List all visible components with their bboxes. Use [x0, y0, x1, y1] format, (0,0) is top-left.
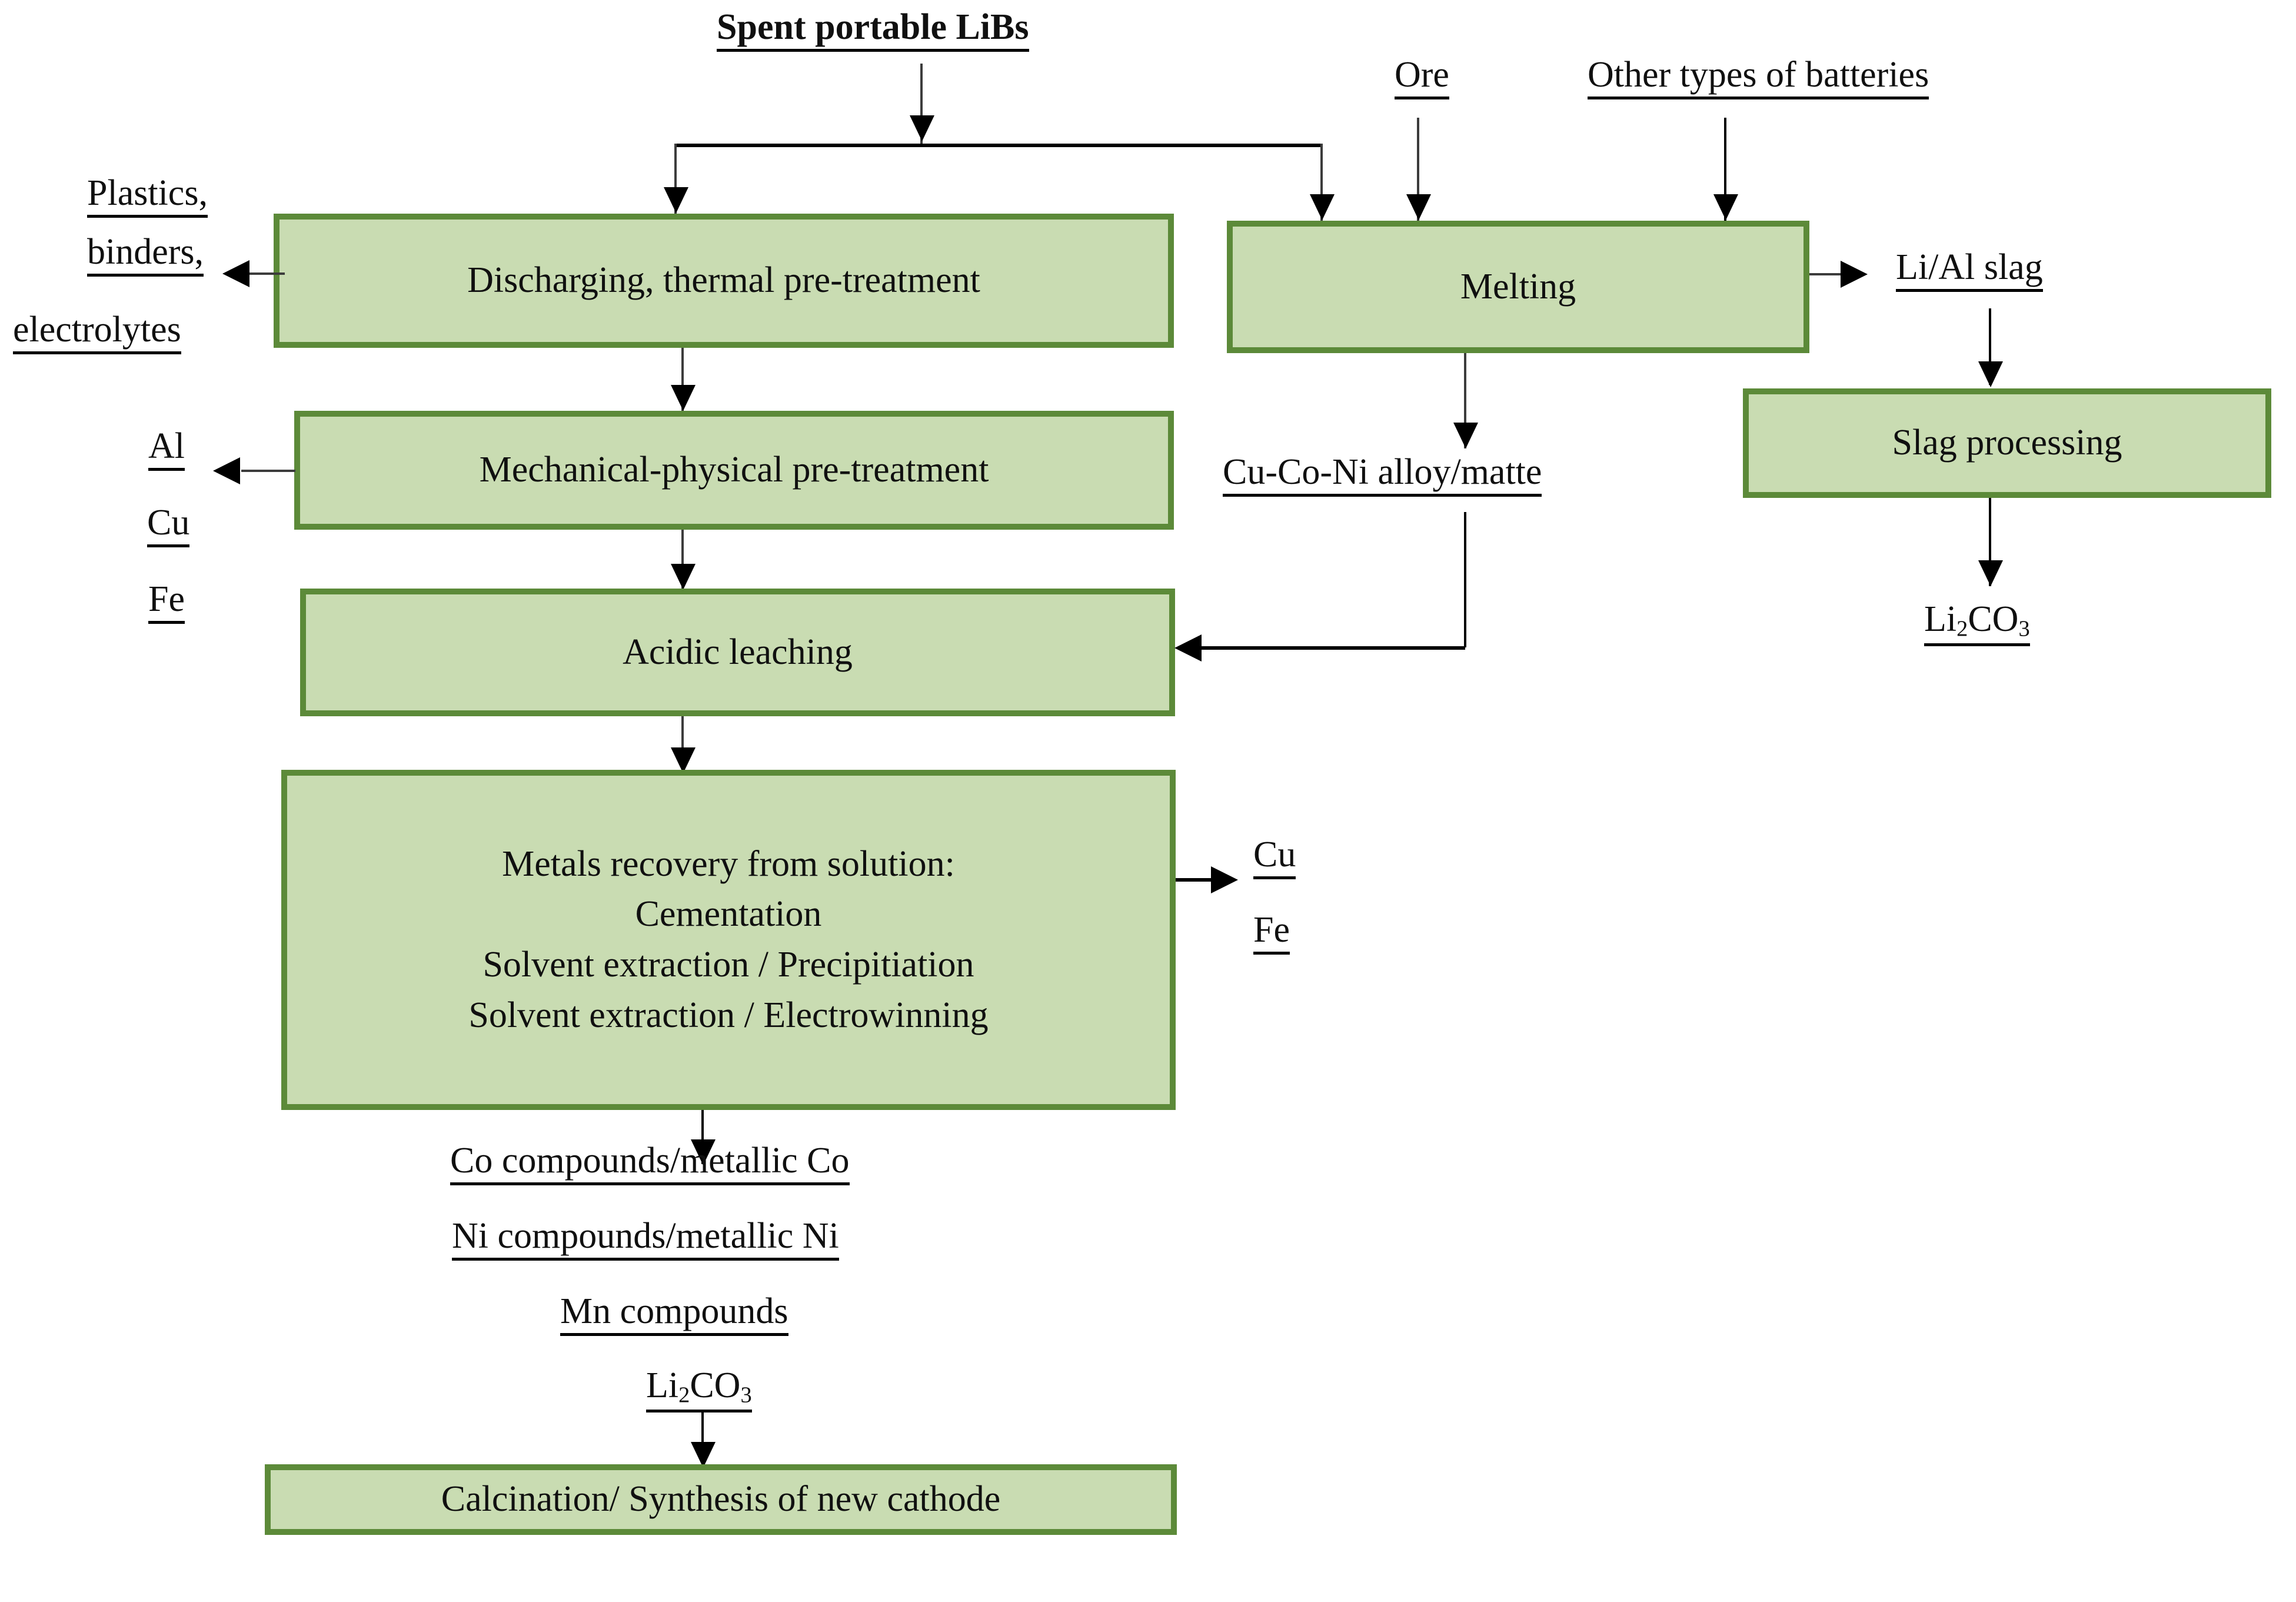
process-box-mechanical[interactable]: Mechanical-physical pre-treatment: [294, 411, 1174, 530]
arrowhead-to-li2co3-slag: [1978, 560, 2003, 586]
connector-split-right: [1320, 144, 1323, 221]
output-label-electrolytes: electrolytes: [13, 310, 181, 355]
connector-spent-libs-stem: [920, 64, 923, 146]
input-label-spent-libs: Spent portable LiBs: [717, 8, 1029, 52]
connector-other-batteries: [1724, 118, 1726, 224]
connector-discharging-to-plastics: [247, 272, 285, 275]
connector-discharging-to-mechanical: [681, 348, 684, 411]
output-label-li2co3-cathode: Li2CO3: [646, 1366, 752, 1412]
arrowhead-to-cu-fe-right: [1211, 866, 1238, 893]
connector-recovery-to-cu-fe: [1176, 878, 1214, 882]
arrowhead-alloy-into-leaching: [1174, 634, 1202, 662]
connector-leaching-to-recovery: [681, 716, 684, 775]
output-label-al: Al: [148, 427, 185, 471]
input-label-other-batteries: Other types of batteries: [1588, 55, 1929, 100]
arrowhead-other-batteries: [1713, 194, 1738, 220]
arrowhead-to-melting-left: [1310, 194, 1335, 220]
arrowhead-ore: [1406, 194, 1431, 220]
process-box-acidic-leaching[interactable]: Acidic leaching: [300, 589, 1175, 716]
connector-mechanical-to-leaching: [681, 530, 684, 591]
arrowhead-to-alloy-label: [1453, 423, 1478, 448]
arrowhead-to-compounds: [691, 1139, 716, 1165]
connector-split-left: [674, 144, 677, 214]
connector-recovery-to-compounds: [701, 1110, 704, 1164]
output-label-li-al-slag: Li/Al slag: [1896, 248, 2043, 293]
output-label-mn-compounds: Mn compounds: [560, 1292, 788, 1337]
arrowhead-to-leaching: [671, 564, 696, 590]
connector-melting-to-slag-label: [1809, 273, 1844, 275]
input-label-ore: Ore: [1395, 55, 1449, 100]
arrowhead-to-recovery: [671, 747, 696, 773]
arrowhead-to-mechanical: [671, 385, 696, 411]
connector-li-al-slag-to-slag-processing: [1989, 308, 1991, 385]
connector-slag-to-li2co3: [1989, 498, 1991, 586]
output-label-cu-co-ni-alloy: Cu-Co-Ni alloy/matte: [1223, 453, 1542, 497]
connector-melting-to-alloy: [1464, 353, 1466, 448]
process-box-metals-recovery[interactable]: Metals recovery from solution: Cementati…: [281, 770, 1176, 1110]
output-label-fe-left: Fe: [148, 580, 185, 624]
arrowhead-to-al-cu-fe: [213, 457, 240, 484]
process-box-melting[interactable]: Melting: [1227, 221, 1809, 353]
connector-alloy-to-leaching: [1202, 646, 1465, 650]
output-label-co-compounds: Co compounds/metallic Co: [450, 1141, 850, 1186]
process-box-slag-processing[interactable]: Slag processing: [1743, 388, 2271, 498]
arrowhead-to-calcination: [691, 1442, 716, 1468]
output-label-li2co3-slag: Li2CO3: [1924, 600, 2030, 646]
output-label-ni-compounds: Ni compounds/metallic Ni: [452, 1217, 839, 1261]
output-label-fe-right: Fe: [1253, 910, 1290, 955]
arrowhead-to-plastics: [222, 260, 249, 287]
arrowhead-spent-libs: [910, 115, 934, 141]
output-label-cu-left: Cu: [147, 503, 190, 548]
connector-split-bar: [674, 144, 1323, 147]
connector-alloy-down: [1464, 512, 1466, 647]
arrowhead-to-discharging: [664, 187, 688, 213]
process-box-calcination[interactable]: Calcination/ Synthesis of new cathode: [265, 1464, 1177, 1535]
arrowhead-to-li-al-slag: [1841, 261, 1868, 288]
output-label-cu-right: Cu: [1253, 835, 1296, 880]
process-box-discharging[interactable]: Discharging, thermal pre-treatment: [274, 214, 1174, 348]
connector-ore: [1417, 118, 1419, 224]
output-label-plastics-binders-electrolytes: Plastics, binders,: [87, 174, 208, 292]
arrowhead-to-slag-processing: [1978, 361, 2003, 387]
connector-mechanical-to-metals: [241, 470, 295, 472]
